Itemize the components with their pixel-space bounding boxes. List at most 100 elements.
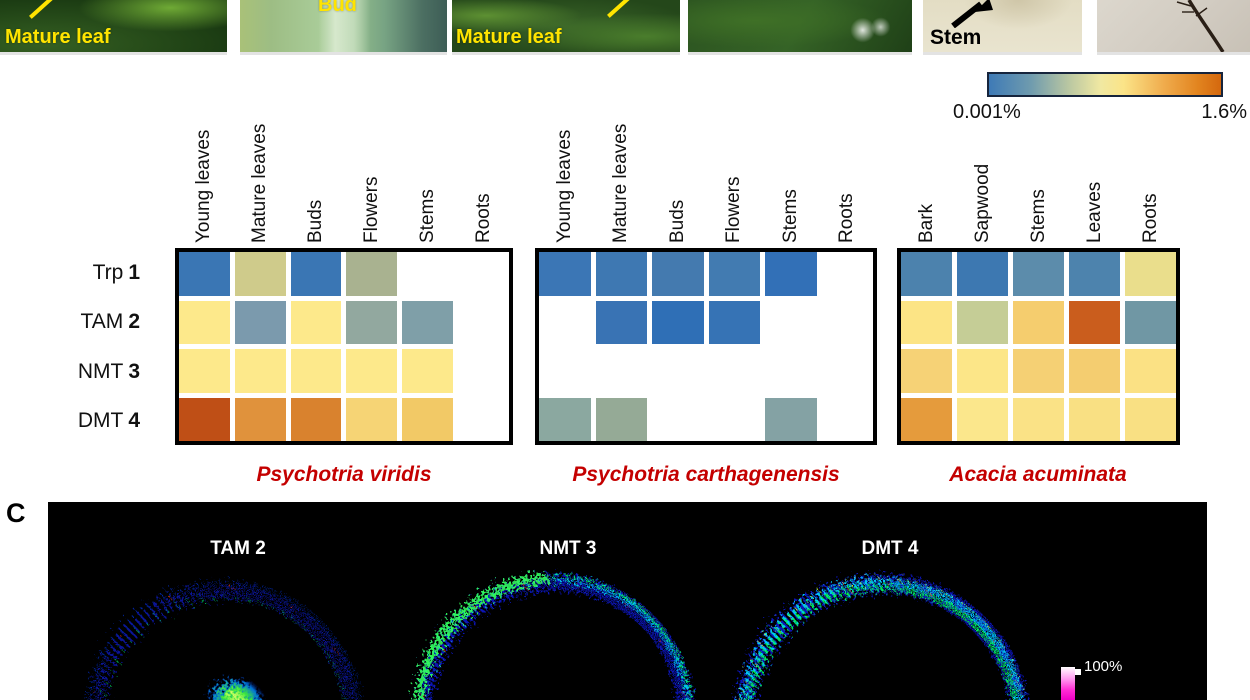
msi-title-tam: TAM 2 (210, 538, 266, 559)
heatmap-cell (346, 252, 398, 296)
heatmap-cell (822, 252, 874, 296)
msi-colorbar-tick (1075, 669, 1081, 675)
heatmap-cell (901, 252, 952, 296)
species-label-acuminata: Acacia acuminata (949, 463, 1127, 486)
heatmap-cell (402, 397, 454, 441)
heatmap-cell (234, 349, 286, 393)
heatmap-cell (1125, 300, 1176, 344)
heatmap-cell (458, 398, 509, 442)
column-label: Stems (416, 189, 438, 243)
heatmap-cell (1013, 397, 1064, 441)
heatmap-cell (595, 252, 647, 296)
heatmap-cell (346, 349, 398, 393)
photo-label: Stem (930, 26, 982, 49)
heatmap-cell (596, 349, 648, 393)
column-label: Bark (915, 203, 937, 243)
column-label: Young leaves (193, 129, 215, 243)
photo-stem-dish: Stem (923, 0, 1082, 52)
heatmap-cell (290, 397, 342, 441)
heatmap-cell (901, 349, 952, 393)
heatmap-cell (765, 301, 817, 345)
heatmap-cell (957, 300, 1008, 344)
photo-bud: Bud (240, 0, 447, 52)
heatmap-cell (901, 397, 952, 441)
panel-c-msi: TAM 2 NMT 3 DMT 4 100% (48, 502, 1207, 700)
column-label: Buds (305, 199, 327, 243)
heatmap-cell (1013, 252, 1064, 296)
heatmap-acacia-acuminata (897, 248, 1180, 445)
heatmap-cell (234, 252, 286, 296)
heatmap-cell (402, 252, 453, 296)
species-label-carthagenensis: Psychotria carthagenensis (572, 463, 840, 486)
species-label-viridis: Psychotria viridis (256, 463, 432, 486)
photo-mature-leaf-1: Mature leaf (0, 0, 227, 52)
heatmap-psychotria-viridis (175, 248, 513, 445)
heatmap-cell (708, 252, 760, 296)
heatmap-cell (765, 349, 817, 393)
heatmap-cell (539, 397, 591, 441)
heatmap-cell (957, 252, 1008, 296)
photo-mature-leaf-2: Mature leaf (452, 0, 680, 52)
heatmap-cell (1069, 349, 1120, 393)
photo-label: Mature leaf (456, 26, 562, 48)
heatmap-cell (179, 252, 230, 296)
heatmap-cell (539, 301, 591, 345)
column-label: Young leaves (553, 129, 575, 243)
heatmap-cell (234, 397, 286, 441)
heatmap-cell (1125, 397, 1176, 441)
column-label: Roots (836, 193, 858, 243)
heatmap-cell (458, 252, 509, 296)
heatmap-cell (709, 349, 761, 393)
heatmap-cell (346, 300, 398, 344)
photo-label: Bud (318, 0, 357, 16)
photo-label: Mature leaf (5, 26, 111, 48)
heatmap-psychotria-carthagenensis (535, 248, 877, 445)
stem-arrow-icon (951, 0, 993, 28)
heatmap-cell (822, 349, 874, 393)
heatmap-cell (1125, 252, 1176, 296)
column-label: Mature leaves (249, 123, 271, 243)
column-label: Stems (1027, 189, 1049, 243)
column-label: Sapwood (971, 163, 993, 243)
heatmap-cell (765, 397, 817, 441)
column-label: Leaves (1083, 181, 1105, 243)
msi-rings-graphic (85, 573, 1028, 700)
heatmap-cell (1069, 252, 1120, 296)
heatmap-cell (957, 397, 1008, 441)
heatmap-cell (957, 349, 1008, 393)
heatmap-cell (1069, 397, 1120, 441)
heatmap-cell (595, 300, 647, 344)
panel-c-label: C (6, 498, 26, 528)
heatmap-cell (179, 300, 230, 344)
concentration-colorbar-labels: 0.001% 1.6% (953, 101, 1247, 124)
colorbar-min-label: 0.001% (953, 101, 1021, 123)
column-label: Flowers (360, 176, 382, 243)
heatmap-cell (652, 252, 704, 296)
column-label: Stems (779, 189, 801, 243)
heatmap-cell (822, 398, 874, 442)
column-label: Roots (1139, 193, 1161, 243)
heatmap-cell (179, 397, 230, 441)
heatmap-cell (290, 349, 342, 393)
heatmap-cell (709, 398, 761, 442)
leaf-arrow-icon (607, 0, 635, 18)
leaf-arrow-icon (29, 0, 57, 19)
heatmap-cell (346, 397, 398, 441)
heatmap-cell (402, 300, 454, 344)
heatmap-cell (402, 349, 454, 393)
heatmap-cell (708, 300, 760, 344)
photo-branch (1097, 0, 1250, 52)
heatmap-cell (290, 252, 342, 296)
heatmap-cell (539, 252, 591, 296)
column-label: Mature leaves (610, 123, 632, 243)
heatmap-cell (1013, 300, 1064, 344)
heatmap-cell (290, 300, 342, 344)
concentration-colorbar (987, 72, 1223, 97)
column-label: Roots (472, 193, 494, 243)
heatmap-cell (458, 301, 509, 345)
branch-graphic (1176, 0, 1225, 52)
